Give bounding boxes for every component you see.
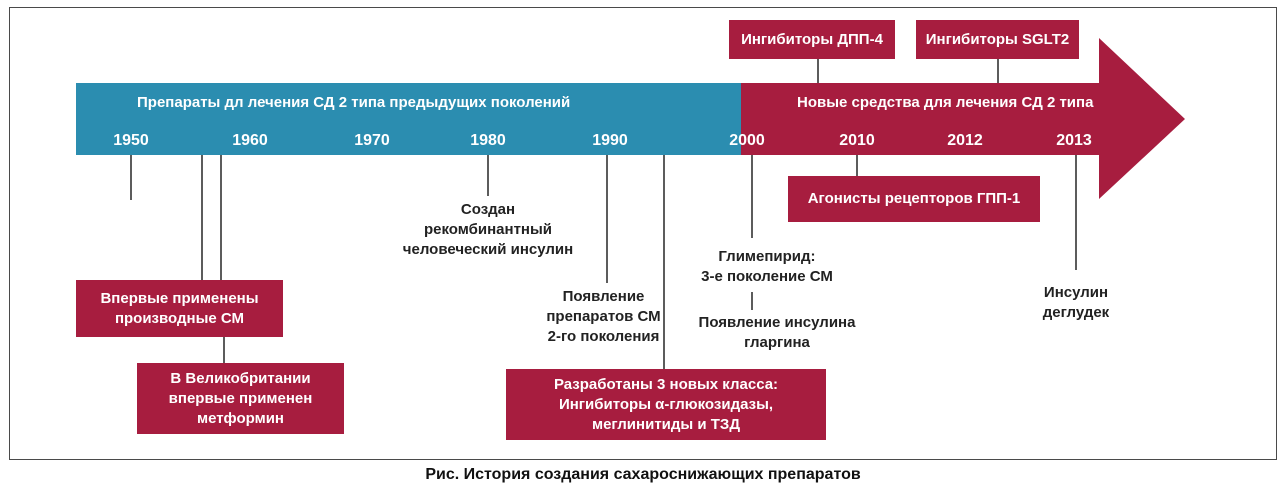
sm-first-use-box: Впервые применены производные СМ xyxy=(76,280,283,337)
year-label: 2000 xyxy=(729,132,765,149)
three-classes-line: Ингибиторы α-глюкозидазы, xyxy=(558,395,774,413)
year-label: 1990 xyxy=(592,132,628,149)
glp1-agonists-box: Агонисты рецепторов ГПП-1 xyxy=(788,176,1040,222)
figure-frame xyxy=(9,7,1277,460)
year-label: 2012 xyxy=(947,132,983,149)
metformin-line: В Великобритании xyxy=(170,369,311,387)
glargine-note: Появление инсулина гларгина xyxy=(672,313,882,353)
degludec-note: Инсулин деглудек xyxy=(1021,283,1131,323)
three-classes-line: меглинитиды и ТЗД xyxy=(591,415,741,433)
metformin-line: метформин xyxy=(196,409,284,427)
new-generation-arrow xyxy=(741,38,1185,199)
sm-second-gen-line: Появление xyxy=(562,288,645,305)
old-generation-band xyxy=(76,83,741,155)
glargine-line: Появление инсулина xyxy=(698,314,856,331)
sglt2-inhibitors-label: Ингибиторы SGLT2 xyxy=(925,30,1070,48)
sm-second-gen-line: препаратов СМ xyxy=(546,308,661,325)
year-label: 1980 xyxy=(470,132,506,149)
sm-second-gen-note: Появление препаратов СМ 2-го поколения xyxy=(511,287,696,347)
glimepiride-line: 3-е поколение СМ xyxy=(701,268,833,285)
recombinant-insulin-line: человеческий инсулин xyxy=(402,241,574,258)
year-label: 2013 xyxy=(1056,132,1092,149)
year-label: 2010 xyxy=(839,132,875,149)
sm-first-use-line: Впервые применены xyxy=(100,289,259,307)
sm-first-use-line: производные СМ xyxy=(114,309,245,327)
metformin-box: В Великобритании впервые применен метфор… xyxy=(137,363,344,434)
sm-second-gen-line: 2-го поколения xyxy=(547,328,660,345)
degludec-line: Инсулин xyxy=(1043,284,1109,301)
recombinant-insulin-line: рекомбинантный xyxy=(423,221,553,238)
three-classes-box: Разработаны 3 новых класса: Ингибиторы α… xyxy=(506,369,826,440)
year-label: 1950 xyxy=(113,132,149,149)
glargine-line: гларгина xyxy=(744,334,810,351)
metformin-line: впервые применен xyxy=(168,389,313,407)
glimepiride-note: Глимепирид: 3-е поколение СМ xyxy=(672,247,862,287)
old-generation-title: Препараты дл лечения СД 2 типа предыдущи… xyxy=(137,94,571,111)
year-label: 1970 xyxy=(354,132,390,149)
figure-caption: Рис. История создания сахароснижающих пр… xyxy=(425,466,861,483)
new-generation-title: Новые средства для лечения СД 2 типа xyxy=(797,94,1094,111)
glp1-agonists-label: Агонисты рецепторов ГПП-1 xyxy=(807,190,1021,207)
degludec-line: деглудек xyxy=(1042,304,1110,321)
glimepiride-line: Глимепирид: xyxy=(718,248,816,265)
dpp4-inhibitors-box: Ингибиторы ДПП-4 xyxy=(729,20,895,59)
dpp4-inhibitors-label: Ингибиторы ДПП-4 xyxy=(741,30,883,48)
sglt2-inhibitors-box: Ингибиторы SGLT2 xyxy=(916,20,1079,59)
recombinant-insulin-note: Создан рекомбинантный человеческий инсул… xyxy=(383,200,593,260)
three-classes-line: Разработаны 3 новых класса: xyxy=(553,375,779,393)
recombinant-insulin-line: Создан xyxy=(460,201,516,218)
year-label: 1960 xyxy=(232,132,268,149)
